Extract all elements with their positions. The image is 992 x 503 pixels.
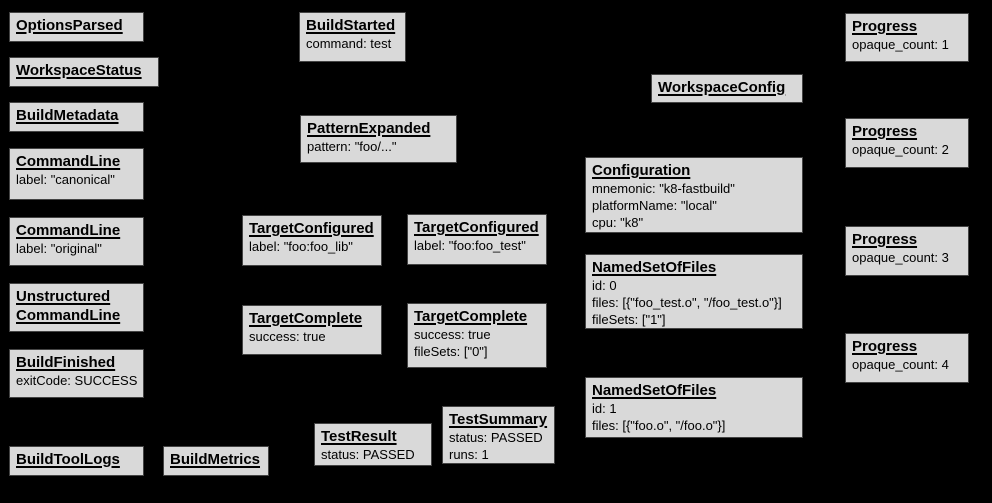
node-field: mnemonic: "k8-fastbuild" xyxy=(592,181,735,196)
node-title: TestSummary xyxy=(449,411,548,428)
node-field: id: 1 xyxy=(592,401,617,416)
node-title: BuildStarted xyxy=(306,17,396,34)
node-field: label: "original" xyxy=(16,241,102,256)
node-workspace-status: WorkspaceStatus xyxy=(9,57,159,87)
node-field: success: true xyxy=(414,327,491,342)
node-field: command: test xyxy=(306,36,392,51)
node-field: runs: 1 xyxy=(449,447,489,462)
node-title: Progress xyxy=(852,18,918,35)
node-title: BuildToolLogs xyxy=(16,451,120,468)
node-field: label: "foo:foo_lib" xyxy=(249,239,353,254)
node-title: BuildMetrics xyxy=(170,451,261,468)
node-pattern-expanded: PatternExpanded pattern: "foo/..." xyxy=(300,115,457,163)
node-title: Progress xyxy=(852,231,918,248)
node-field: id: 0 xyxy=(592,278,617,293)
node-field: status: PASSED xyxy=(449,430,543,445)
node-title: TargetConfigured xyxy=(249,220,374,237)
node-target-configured-foo-test: TargetConfigured label: "foo:foo_test" xyxy=(407,214,547,265)
node-configuration: Configuration mnemonic: "k8-fastbuild" p… xyxy=(585,157,803,233)
node-field: cpu: "k8" xyxy=(592,215,644,230)
node-title: Progress xyxy=(852,123,918,140)
node-build-metadata: BuildMetadata xyxy=(9,102,144,132)
node-progress-3: Progress opaque_count: 3 xyxy=(845,226,969,276)
node-field: fileSets: ["0"] xyxy=(414,344,488,359)
node-workspace-config: WorkspaceConfig xyxy=(651,74,803,103)
node-field: opaque_count: 2 xyxy=(852,142,949,157)
node-options-parsed: OptionsParsed xyxy=(9,12,144,42)
node-progress-1: Progress opaque_count: 1 xyxy=(845,13,969,62)
node-progress-4: Progress opaque_count: 4 xyxy=(845,333,969,383)
node-title: WorkspaceConfig xyxy=(658,79,786,96)
node-title: CommandLine xyxy=(16,222,121,239)
node-command-line-canonical: CommandLine label: "canonical" xyxy=(9,148,144,200)
node-title: CommandLine xyxy=(16,153,121,170)
node-title: TestResult xyxy=(321,428,397,445)
node-title: Configuration xyxy=(592,162,691,179)
node-field: pattern: "foo/..." xyxy=(307,139,397,154)
node-field: label: "canonical" xyxy=(16,172,115,187)
node-build-tool-logs: BuildToolLogs xyxy=(9,446,144,476)
node-progress-2: Progress opaque_count: 2 xyxy=(845,118,969,168)
node-title: TargetComplete xyxy=(414,308,528,325)
node-title: BuildMetadata xyxy=(16,107,119,124)
node-target-complete-foo-test: TargetComplete success: true fileSets: [… xyxy=(407,303,547,368)
node-title: NamedSetOfFiles xyxy=(592,382,717,399)
node-unstructured-command-line: Unstructured CommandLine xyxy=(9,283,144,332)
node-title: OptionsParsed xyxy=(16,17,123,34)
node-build-started: BuildStarted command: test xyxy=(299,12,406,62)
node-target-complete-foo-lib: TargetComplete success: true xyxy=(242,305,382,355)
node-title: Progress xyxy=(852,338,918,355)
node-title: BuildFinished xyxy=(16,354,116,371)
node-field: exitCode: SUCCESS xyxy=(16,373,138,388)
node-field: opaque_count: 3 xyxy=(852,250,949,265)
node-named-set-of-files-0: NamedSetOfFiles id: 0 files: [{"foo_test… xyxy=(585,254,803,329)
node-target-configured-foo-lib: TargetConfigured label: "foo:foo_lib" xyxy=(242,215,382,266)
node-build-metrics: BuildMetrics xyxy=(163,446,269,476)
node-title: WorkspaceStatus xyxy=(16,62,142,79)
node-field: opaque_count: 4 xyxy=(852,357,949,372)
node-title: TargetComplete xyxy=(249,310,363,327)
node-test-summary: TestSummary status: PASSED runs: 1 xyxy=(442,406,555,464)
node-test-result: TestResult status: PASSED xyxy=(314,423,432,466)
node-command-line-original: CommandLine label: "original" xyxy=(9,217,144,266)
node-field: fileSets: ["1"] xyxy=(592,312,666,327)
node-field: status: PASSED xyxy=(321,447,415,462)
node-field: label: "foo:foo_test" xyxy=(414,238,526,253)
node-title: NamedSetOfFiles xyxy=(592,259,717,276)
node-field: success: true xyxy=(249,329,326,344)
node-title: TargetConfigured xyxy=(414,219,539,236)
node-title: Unstructured CommandLine xyxy=(16,288,121,324)
node-title: PatternExpanded xyxy=(307,120,431,137)
node-field: files: [{"foo.o", "/foo.o"}] xyxy=(592,418,726,433)
node-field: platformName: "local" xyxy=(592,198,717,213)
node-field: opaque_count: 1 xyxy=(852,37,949,52)
node-named-set-of-files-1: NamedSetOfFiles id: 1 files: [{"foo.o", … xyxy=(585,377,803,438)
node-build-finished: BuildFinished exitCode: SUCCESS xyxy=(9,349,144,398)
node-field: files: [{"foo_test.o", "/foo_test.o"}] xyxy=(592,295,782,310)
